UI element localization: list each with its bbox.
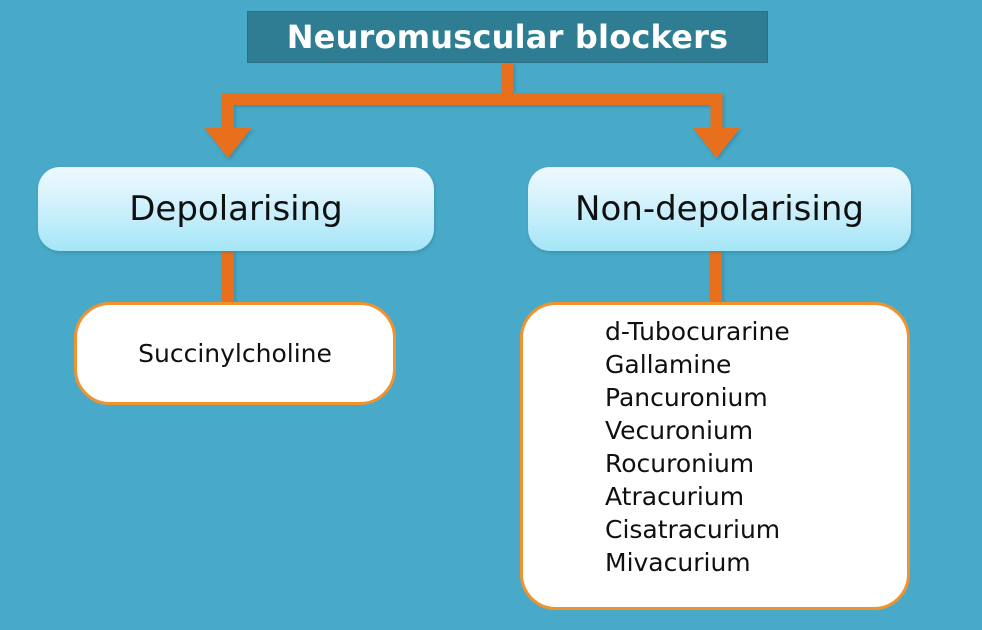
drug-item: Atracurium: [605, 482, 745, 511]
connector-depolarising-to-drug: [222, 251, 234, 304]
drug-item: Gallamine: [605, 350, 732, 379]
drug-box-non-depolarising: d-Tubocurarine Gallamine Pancuronium Vec…: [520, 302, 910, 610]
root-bracket-path: [204, 63, 740, 158]
drug-item: Pancuronium: [605, 383, 768, 412]
drug-item: Cisatracurium: [605, 515, 781, 544]
drug-item: Rocuronium: [605, 449, 755, 478]
drug-box-depolarising: Succinylcholine: [74, 302, 396, 405]
node-non-depolarising: Non-depolarising: [528, 167, 911, 251]
root-split-connector: [204, 63, 740, 158]
connector-nondepolarising-to-drug: [710, 251, 722, 304]
drug-item: Succinylcholine: [138, 339, 332, 368]
node-depolarising-label: Depolarising: [129, 189, 343, 229]
drug-item: Mivacurium: [605, 548, 751, 577]
node-non-depolarising-label: Non-depolarising: [575, 189, 864, 229]
node-root: Neuromuscular blockers: [247, 11, 768, 63]
node-root-label: Neuromuscular blockers: [286, 18, 729, 56]
node-depolarising: Depolarising: [38, 167, 434, 251]
drug-list: d-Tubocurarine Gallamine Pancuronium Vec…: [605, 315, 790, 579]
drug-item: Vecuronium: [605, 416, 754, 445]
drug-item: d-Tubocurarine: [605, 317, 790, 346]
